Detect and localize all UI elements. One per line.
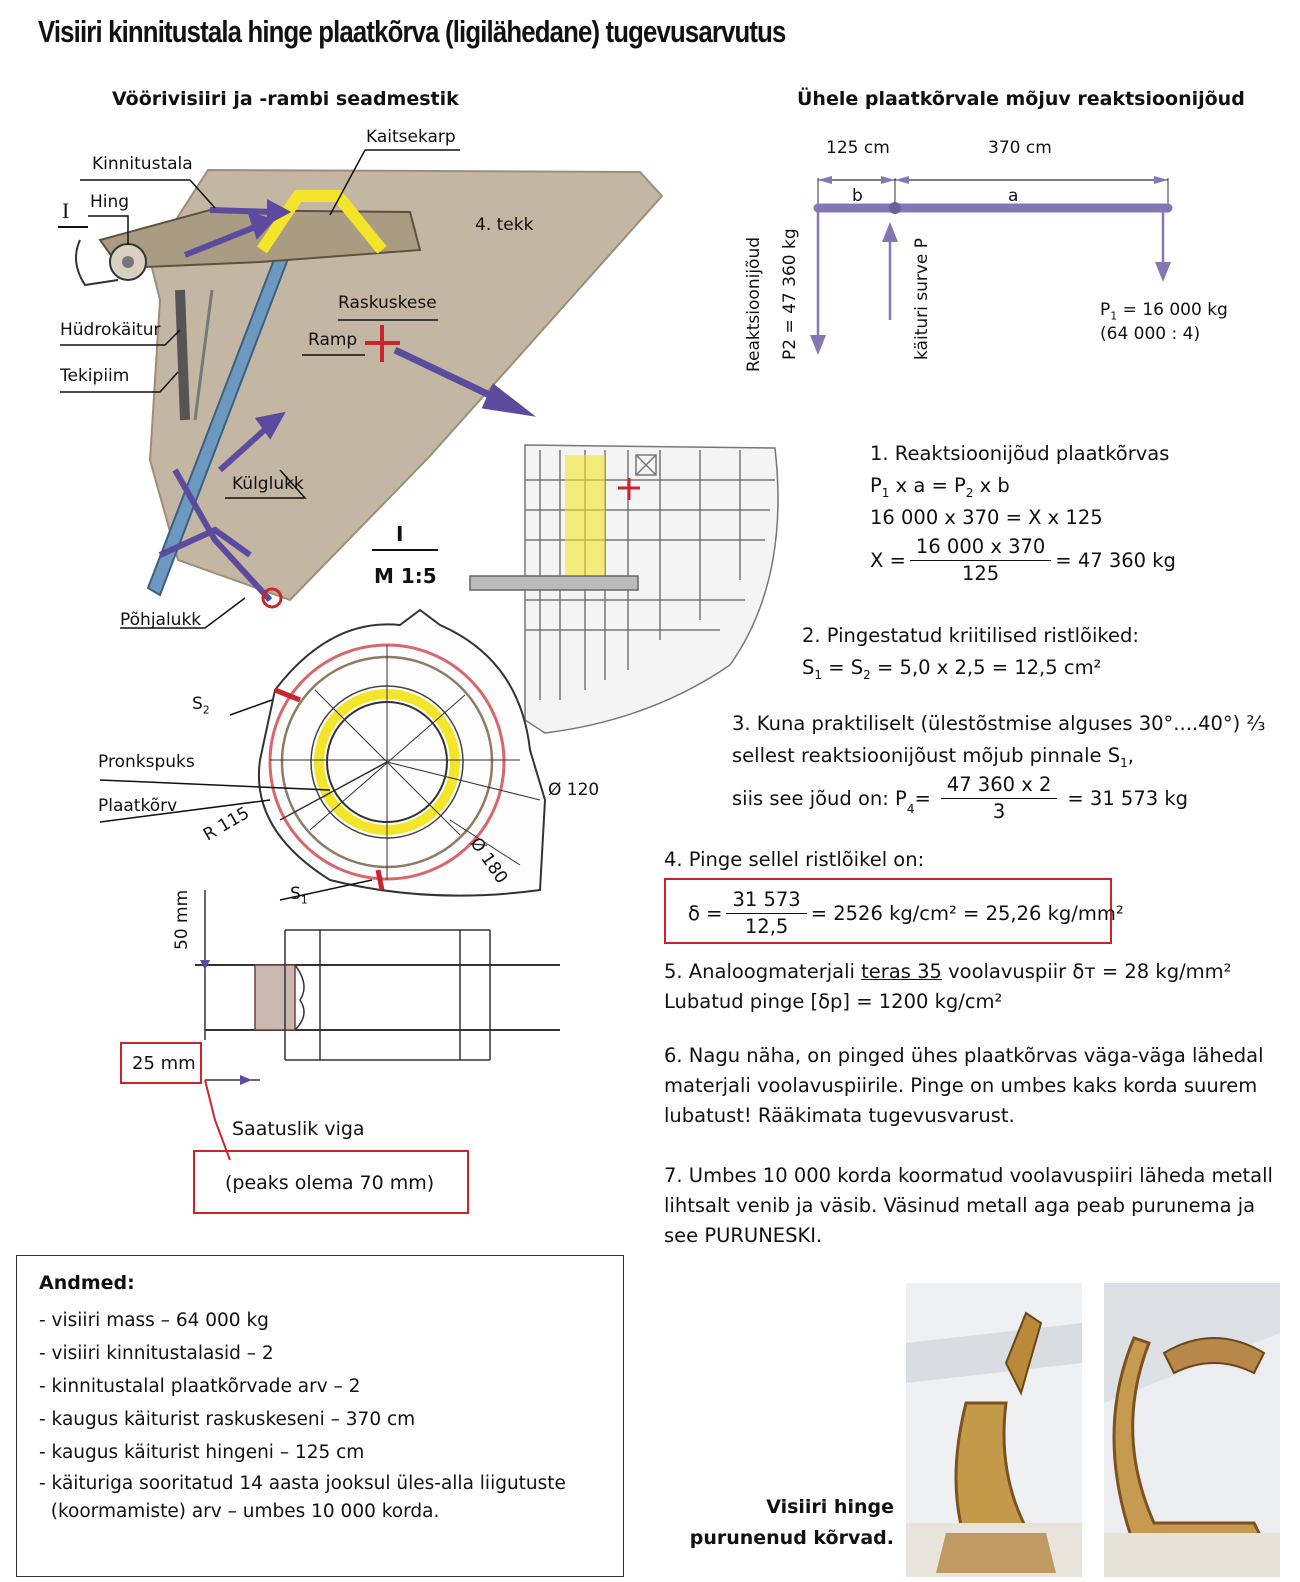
list-item: - kaugus käiturist hingeni – 125 cm <box>39 1442 365 1463</box>
label-kaituri-surve: käituri surve P <box>912 237 932 360</box>
label-pohjalukk: Põhjalukk <box>120 610 202 630</box>
caption-line-2: purunenud kõrvad. <box>689 1527 894 1549</box>
label-p1-note: (64 000 : 4) <box>1100 324 1201 344</box>
detail-number: I <box>396 522 404 546</box>
photo-broken-lug-1 <box>906 1283 1082 1577</box>
box-peaks-olema: (peaks olema 70 mm) <box>193 1150 469 1214</box>
force-diagram-heading: Ühele plaatkõrvale mõjuv reaktsioonijõud <box>797 88 1245 110</box>
label-d120: Ø 120 <box>548 780 600 800</box>
box-25mm: 25 mm <box>120 1042 202 1084</box>
list-item: - kaugus käiturist raskuskeseni – 370 cm <box>39 1409 416 1430</box>
list-item: (koormamiste) arv – umbes 10 000 korda. <box>39 1501 440 1522</box>
calc-3-line1: 3. Kuna praktiliselt (ülestõstmise algus… <box>732 712 1266 735</box>
label-roman-i: I <box>62 198 70 223</box>
dim-a-label: 370 cm <box>988 138 1052 158</box>
label-tekipiim: Tekipiim <box>60 366 130 386</box>
label-50mm: 50 mm <box>172 889 192 950</box>
label-reaktsioonijoud: Reaktsioonijõud <box>744 236 764 372</box>
calc-2-formula: S1 = S2 = 5,0 x 2,5 = 12,5 cm² <box>802 656 1102 682</box>
beam-a: a <box>1008 186 1019 206</box>
data-list: - visiiri mass – 64 000 kg - visiiri kin… <box>39 1304 566 1525</box>
photo-caption: Visiiri hinge purunenud kõrvad. <box>660 1492 894 1554</box>
calc-1-line2: 16 000 x 370 = X x 125 <box>870 506 1103 529</box>
label-pronkspuks: Pronkspuks <box>98 752 195 772</box>
calc-6-line2: materjali voolavuspiirile. Pinge on umbe… <box>664 1074 1258 1097</box>
label-hing: Hing <box>90 192 130 212</box>
label-p1: P1 = 16 000 kg <box>1100 300 1228 323</box>
list-item: - kinnitustalal plaatkõrvade arv – 2 <box>39 1376 361 1397</box>
list-item: - visiiri kinnitustalasid – 2 <box>39 1343 274 1364</box>
calc-7-line2: lihtsalt venib ja väsib. Väsinud metall … <box>664 1194 1256 1217</box>
calc-3-line2: sellest reaktsioonijõust mõjub pinnale S… <box>732 744 1134 770</box>
label-s2: S2 <box>192 694 210 717</box>
label-ramp: Ramp <box>308 330 358 350</box>
data-box: Andmed: - visiiri mass – 64 000 kg - vis… <box>16 1255 624 1577</box>
label-kinnitustala: Kinnitustala <box>92 154 193 174</box>
detail-scale: M 1:5 <box>374 564 437 588</box>
list-item: - käituriga sooritatud 14 aasta jooksul … <box>39 1473 566 1494</box>
data-box-heading: Andmed: <box>39 1272 135 1294</box>
list-item: - visiiri mass – 64 000 kg <box>39 1310 269 1331</box>
label-saatuslik-viga: Saatuslik viga <box>232 1118 365 1140</box>
left-diagram-heading: Vöörivisiiri ja -rambi seadmestik <box>112 88 459 110</box>
label-raskuskese: Raskuskese <box>338 293 437 313</box>
bottom-lock <box>261 587 283 609</box>
page-title: Visiiri kinnitustala hinge plaatkõrva (l… <box>38 14 786 49</box>
dim-b-label: 125 cm <box>826 138 890 158</box>
calc-6-line3: lubatust! Rääkimata tugevusvarust. <box>664 1104 1015 1127</box>
pin-section <box>195 890 560 1085</box>
label-hudrokaitur: Hüdrokäitur <box>60 320 161 340</box>
label-kulglukk: Külglukk <box>232 474 304 494</box>
label-p2: P2 = 47 360 kg <box>780 228 800 360</box>
label-peaks-olema: (peaks olema 70 mm) <box>225 1172 435 1194</box>
label-tekk: 4. tekk <box>475 215 534 235</box>
hydraulic-actuator <box>175 289 190 421</box>
caption-line-1: Visiiri hinge <box>766 1496 894 1518</box>
calc-7-line3: see PURUNESKI. <box>664 1224 823 1247</box>
calc-2-title: 2. Pingestatud kriitilised ristlõiked: <box>802 624 1139 647</box>
calc-5-line2: Lubatud pinge [δp] = 1200 kg/cm² <box>664 990 1003 1013</box>
protection-box <box>257 190 387 254</box>
label-kaitsekarp: Kaitsekarp <box>366 127 456 147</box>
calc-4-title: 4. Pinge sellel ristlõikel on: <box>664 848 925 871</box>
calc-1-formula: P1 x a = P2 x b <box>870 474 1010 500</box>
force-beam <box>810 176 1173 355</box>
label-plaatkorv: Plaatkõrv <box>98 796 178 816</box>
label-s1: S1 <box>290 884 308 907</box>
lug-detail <box>257 608 547 897</box>
calc-7-line1: 7. Umbes 10 000 korda koormatud voolavus… <box>664 1164 1273 1187</box>
calc-6-line1: 6. Nagu näha, on pinged ühes plaatkõrvas… <box>664 1044 1264 1067</box>
beam-b: b <box>852 186 863 206</box>
photo-broken-lug-2 <box>1104 1283 1280 1577</box>
label-25mm: 25 mm <box>132 1053 196 1074</box>
calc-1-title: 1. Reaktsioonijõud plaatkõrvas <box>870 442 1170 465</box>
calc-5-line1: 5. Analoogmaterjali teras 35 voolavuspii… <box>664 960 1232 983</box>
